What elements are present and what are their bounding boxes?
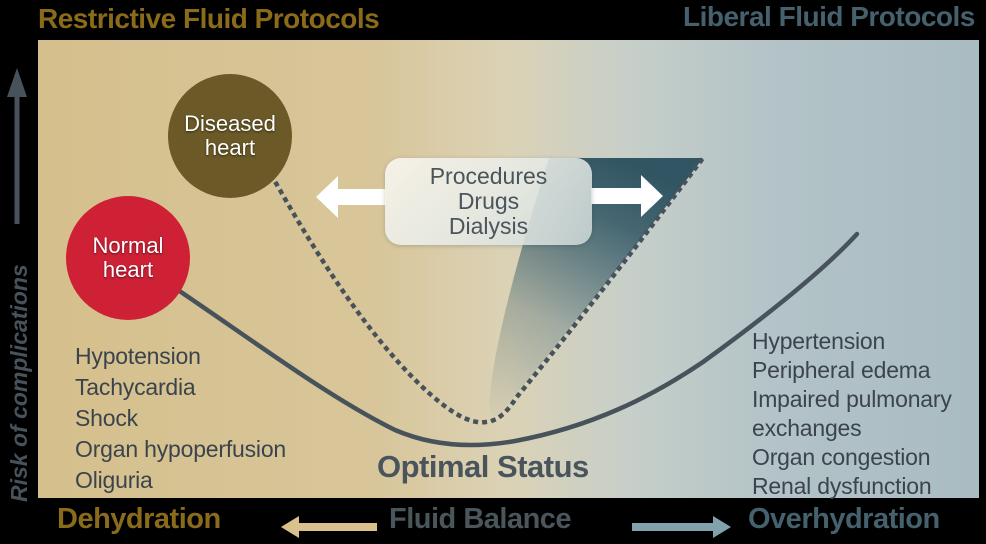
diseased-heart-label-line2: heart: [204, 135, 256, 160]
list-item: Hypotension: [75, 343, 201, 369]
intervention-right-arrow-icon: [591, 175, 663, 217]
list-item: Organ hypoperfusion: [75, 436, 287, 462]
overhydration-risk-list: Hypertension Peripheral edema Impaired p…: [752, 327, 977, 501]
normal-heart-curve: [175, 231, 860, 448]
diseased-heart-circle: [168, 74, 292, 198]
list-item: Tachycardia: [75, 374, 196, 400]
dehydration-risk-list: Hypotension Tachycardia Shock Organ hypo…: [75, 341, 286, 496]
list-item: Impaired pulmonary exchanges: [752, 386, 952, 441]
list-item: Renal dysfunction: [752, 473, 932, 499]
dehydration-label: Dehydration: [57, 503, 221, 535]
normal-heart-label-line2: heart: [102, 257, 154, 282]
overhydration-arrow-icon: [632, 516, 731, 538]
normal-heart-circle: [66, 196, 190, 320]
intervention-box-line1: Procedures: [429, 163, 548, 189]
list-item: Peripheral edema: [752, 357, 931, 383]
list-item: Organ congestion: [752, 444, 931, 470]
diseased-heart-curve: [268, 154, 707, 425]
liberal-protocols-title: Liberal Fluid Protocols: [683, 1, 975, 32]
list-item: Oliguria: [75, 467, 153, 493]
diseased-heart-label-line1: Diseased: [184, 111, 276, 136]
optimal-status-label: Optimal Status: [377, 449, 589, 484]
normal-heart-label: Normal heart: [66, 234, 190, 282]
restrictive-protocols-title: Restrictive Fluid Protocols: [38, 3, 380, 34]
intervention-box: Procedures Drugs Dialysis: [385, 158, 592, 245]
risk-of-complications-axis-label: Risk of complications: [6, 264, 32, 502]
overhydration-label: Overhydration: [748, 503, 940, 535]
diseased-heart-label: Diseased heart: [168, 112, 292, 160]
list-item: Shock: [75, 405, 138, 431]
intervention-box-line2: Drugs: [457, 188, 520, 214]
risk-axis-arrow-head-icon: [7, 68, 27, 97]
list-item: Hypertension: [752, 328, 886, 354]
normal-heart-label-line1: Normal: [92, 233, 164, 258]
fluid-balance-label: Fluid Balance: [389, 503, 572, 535]
dehydration-arrow-icon: [281, 516, 377, 538]
intervention-box-line3: Dialysis: [448, 213, 529, 239]
intervention-left-arrow-icon: [316, 176, 386, 218]
